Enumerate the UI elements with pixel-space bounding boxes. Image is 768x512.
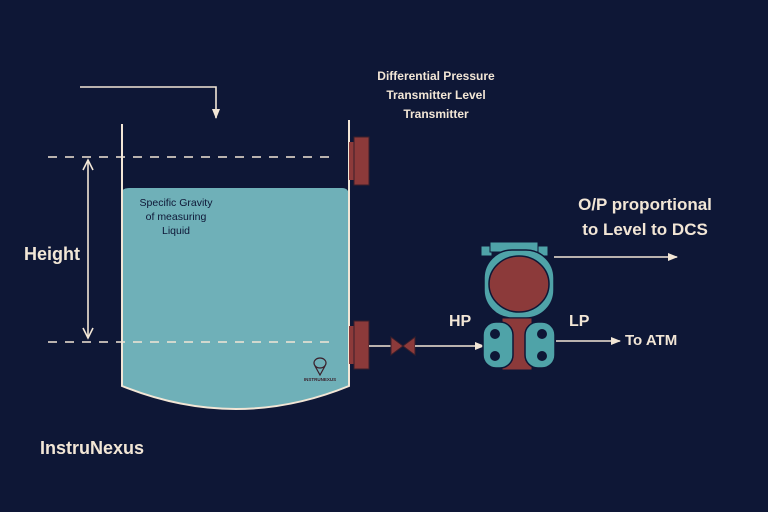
to-atm-label: To ATM: [625, 332, 678, 349]
lp-label: LP: [569, 313, 590, 330]
output-label: O/P proportional to Level to DCS: [560, 192, 730, 242]
height-arrow-top-icon: [82, 158, 94, 171]
sg-line-1: Specific Gravity: [139, 197, 213, 209]
output-line-1: O/P proportional: [578, 195, 712, 214]
title-line-1: Differential Pressure: [377, 69, 495, 83]
upper-flange: [349, 136, 370, 186]
height-arrow-bottom-icon: [82, 327, 94, 340]
isolation-valve-icon: [390, 336, 416, 356]
tank-liquid: [122, 188, 349, 409]
specific-gravity-label: Specific Gravity of measuring Liquid: [126, 196, 226, 238]
mini-brand-label: INSTRUNEXUS: [303, 377, 337, 382]
sg-line-3: Liquid: [161, 225, 191, 237]
brand-label: InstruNexus: [40, 438, 145, 458]
logo-icon: [313, 357, 327, 377]
sg-line-2: of measuring: [145, 211, 207, 223]
lower-flange: [349, 320, 370, 370]
tank-wall: [121, 120, 350, 410]
title-line-3: Transmitter: [403, 107, 469, 121]
dp-transmitter: [480, 241, 556, 371]
transmitter-title: Differential Pressure Transmitter Level …: [356, 67, 516, 124]
hp-label: HP: [449, 313, 472, 330]
title-line-2: Transmitter Level: [386, 88, 486, 102]
inlet-pipe-arrow: [80, 86, 220, 119]
height-label: Height: [24, 244, 80, 264]
output-line-2: to Level to DCS: [582, 220, 708, 239]
